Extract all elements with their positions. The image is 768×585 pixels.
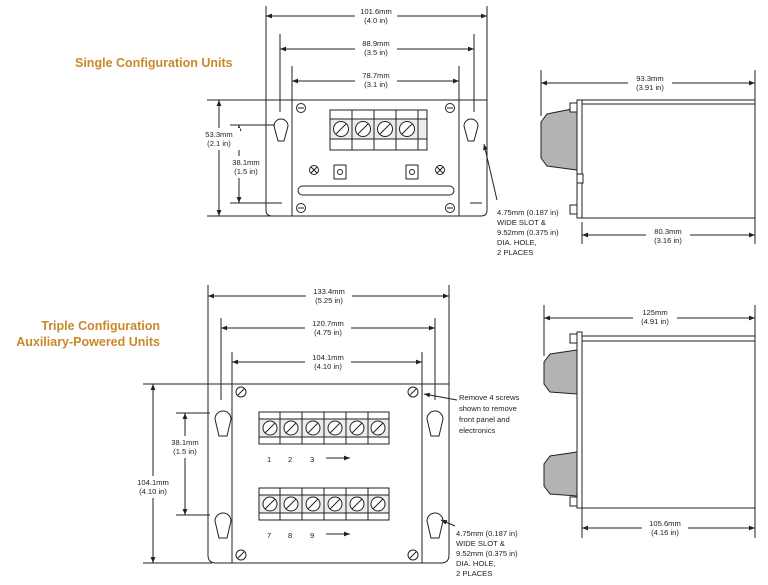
- triple-config-title-line2: Auxiliary-Powered Units: [16, 335, 160, 349]
- triple-slot-note: 4.75mm (0.187 in) WIDE SLOT & 9.52mm (0.…: [456, 529, 518, 578]
- single-slot-note-line1: 4.75mm (0.187 in): [497, 208, 559, 217]
- terminal-label-3: 3: [310, 455, 314, 464]
- triple-slot-note-line2: WIDE SLOT &: [456, 539, 505, 548]
- single-height-outer-in: (2.1 in): [207, 139, 231, 148]
- single-depth-body-mm: 80.3mm: [654, 227, 681, 236]
- single-width-slots-in: (3.5 in): [364, 48, 388, 57]
- terminal-label-2: 2: [288, 455, 292, 464]
- single-config-title: Single Configuration Units: [75, 56, 233, 70]
- single-front-dimensions: 101.6mm (4.0 in) 88.9mm (3.5 in) 78.7mm …: [198, 6, 397, 178]
- triple-slot-note-line4: DIA. HOLE,: [456, 559, 496, 568]
- triple-width-outer-in: (5.25 in): [315, 296, 343, 305]
- triple-side-view: [543, 305, 756, 538]
- triple-front-dimensions: 133.4mm (5.25 in) 120.7mm (4.75 in) 104.…: [130, 286, 352, 498]
- screws-note-line2: shown to remove: [459, 404, 517, 413]
- single-slot-note-line2: WIDE SLOT &: [497, 218, 546, 227]
- terminal-label-1: 1: [267, 455, 271, 464]
- screws-note-line4: electronics: [459, 426, 495, 435]
- single-slot-note-line3: 9.52mm (0.375 in): [497, 228, 559, 237]
- triple-slot-note-line1: 4.75mm (0.187 in): [456, 529, 518, 538]
- triple-depth-total-mm: 125mm: [642, 308, 667, 317]
- single-height-slots-in: (1.5 in): [234, 167, 258, 176]
- triple-width-slots-mm: 120.7mm: [312, 319, 344, 328]
- terminal-label-8: 8: [288, 531, 292, 540]
- triple-config-title-line1: Triple Configuration: [41, 319, 160, 333]
- triple-config-heading: Triple Configuration Auxiliary-Powered U…: [8, 318, 160, 350]
- single-height-slots-mm: 38.1mm: [232, 158, 259, 167]
- triple-side-dimensions: 125mm (4.91 in) 105.6mm (4.16 in): [633, 306, 688, 539]
- terminal-label-9: 9: [310, 531, 314, 540]
- terminal-label-7: 7: [267, 531, 271, 540]
- single-width-body-mm: 78.7mm: [362, 71, 389, 80]
- triple-screws-note: Remove 4 screws shown to remove front pa…: [459, 393, 520, 435]
- single-config-heading: Single Configuration Units: [75, 55, 233, 71]
- screws-note-line1: Remove 4 screws: [459, 393, 520, 402]
- triple-width-slots-in: (4.75 in): [314, 328, 342, 337]
- triple-depth-body-mm: 105.6mm: [649, 519, 681, 528]
- triple-width-outer-mm: 133.4mm: [313, 287, 345, 296]
- triple-depth-body-in: (4.16 in): [651, 528, 679, 537]
- single-depth-body-in: (3.16 in): [654, 236, 682, 245]
- single-slot-note-line5: 2 PLACES: [497, 248, 533, 257]
- single-width-slots-mm: 88.9mm: [362, 39, 389, 48]
- triple-terminal-labels: 1 2 3 7 8 9: [267, 455, 314, 540]
- single-depth-total-mm: 93.3mm: [636, 74, 663, 83]
- triple-height-slots-mm: 38.1mm: [171, 438, 198, 447]
- single-slot-note-line4: DIA. HOLE,: [497, 238, 537, 247]
- triple-slot-note-line3: 9.52mm (0.375 in): [456, 549, 518, 558]
- single-width-body-in: (3.1 in): [364, 80, 388, 89]
- triple-height-slots-in: (1.5 in): [173, 447, 197, 456]
- screws-note-line3: front panel and: [459, 415, 510, 424]
- single-height-outer-mm: 53.3mm: [205, 130, 232, 139]
- triple-depth-total-in: (4.91 in): [641, 317, 669, 326]
- triple-height-outer-in: (4.10 in): [139, 487, 167, 496]
- single-width-outer-mm: 101.6mm: [360, 7, 392, 16]
- single-front-view: [207, 6, 498, 217]
- triple-slot-note-line5: 2 PLACES: [456, 569, 492, 578]
- single-slot-note: 4.75mm (0.187 in) WIDE SLOT & 9.52mm (0.…: [497, 208, 559, 257]
- triple-width-body-in: (4.10 in): [314, 362, 342, 371]
- single-side-dimensions: 93.3mm (3.91 in) 80.3mm (3.16 in): [628, 72, 690, 247]
- single-width-outer-in: (4.0 in): [364, 16, 388, 25]
- triple-front-view: [143, 285, 458, 564]
- single-depth-total-in: (3.91 in): [636, 83, 664, 92]
- triple-height-outer-mm: 104.1mm: [137, 478, 169, 487]
- single-side-view: [540, 70, 756, 244]
- triple-width-body-mm: 104.1mm: [312, 353, 344, 362]
